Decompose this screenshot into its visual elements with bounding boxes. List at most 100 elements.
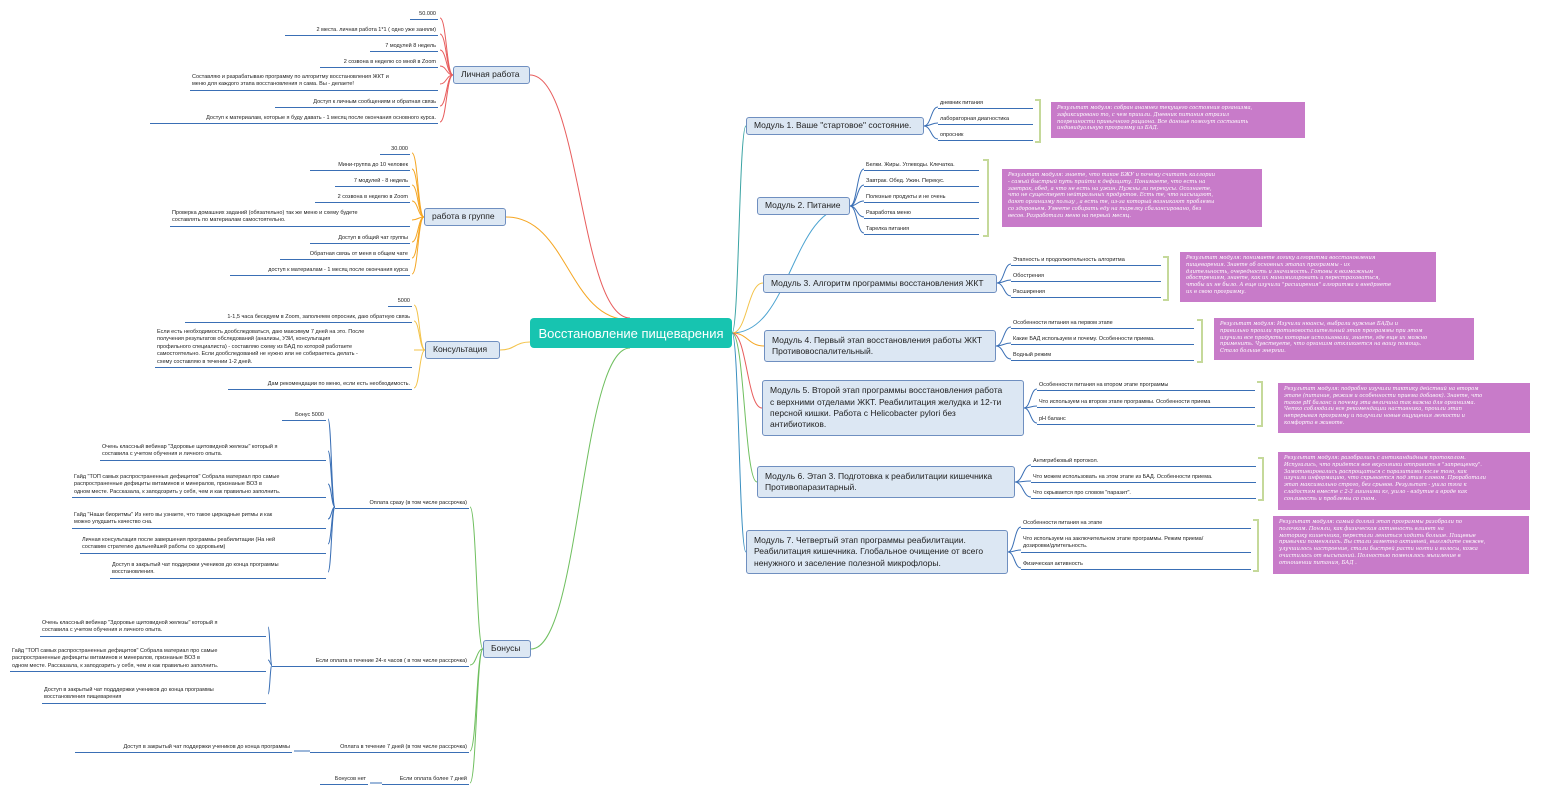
personal-leaf-4: Составляю и разрабатываю программу по ал…: [190, 74, 438, 91]
m2-leaf-1: Завтрак. Обед. Ужин. Перекус.: [864, 178, 979, 188]
module-7[interactable]: Модуль 7. Четвертый этап программы реаби…: [746, 530, 1008, 574]
topic-bonuses[interactable]: Бонусы: [483, 640, 531, 658]
connector-line: [327, 450, 336, 508]
topic-personal-work[interactable]: Личная работа: [453, 66, 530, 84]
consult-leaf-1: 1-1,5 часа беседуем в Zoom, заполняем оп…: [185, 314, 412, 324]
connector-line: [413, 320, 426, 351]
m2-leaf-2: Полезные продукты и не очень: [864, 194, 979, 204]
summary-bracket: [1258, 457, 1264, 501]
connector-line: [411, 216, 425, 275]
summary-bracket: [1253, 519, 1259, 572]
bonus-g3-chat: Доступ в закрытый чат поддержки учеников…: [75, 744, 292, 754]
bonus-group-pay-now: Оплата сразу (в том числе рассрочка): [335, 500, 469, 510]
m4-leaf-2: Водный режим: [1011, 352, 1194, 362]
m2-result-note: Результат модуля: знаете, что такое БЖУ …: [1002, 169, 1262, 227]
connector-line: [327, 506, 336, 573]
m3-leaf-1: Обострения: [1011, 273, 1161, 283]
summary-bracket: [1035, 99, 1041, 143]
connector-line: [731, 332, 763, 409]
module-5[interactable]: Модуль 5. Второй этап программы восстано…: [762, 380, 1024, 436]
group-leaf-2: 7 модулей - 8 недель: [335, 178, 410, 188]
bonus-g1-webinar: Очень классный вебинар "Здоровье щитовид…: [100, 444, 326, 461]
bonus-group-7days: Оплата в течение 7 дней (в том числе рас…: [310, 744, 469, 754]
connector-line: [731, 282, 764, 334]
connector-line: [849, 205, 865, 234]
group-leaf-6: Обратная связь от меня в общем чате: [280, 251, 410, 261]
m3-leaf-0: Этапность и продолжительность алгоритма: [1011, 257, 1161, 267]
bonus-g1-consultation: Личная консультация после завершения про…: [80, 537, 326, 554]
connector-line: [529, 74, 631, 319]
m7-leaf-2: Физическая активность: [1021, 561, 1251, 571]
module-3[interactable]: Модуль 3. Алгоритм программы восстановле…: [763, 274, 997, 293]
connector-line: [499, 341, 531, 351]
m4-leaf-1: Какие БАД используем и почему. Особеннос…: [1011, 336, 1194, 346]
connector-line: [1023, 407, 1038, 424]
personal-leaf-3: 2 созвона в неделю со мной в Zoom: [320, 59, 438, 69]
topic-group-work[interactable]: работа в группе: [424, 208, 506, 226]
bonus-g2-chat: Доступ в закрытый чат подддержки ученико…: [42, 687, 266, 704]
m4-result-note: Результат модуля: Изучили нюансы, выбрал…: [1214, 318, 1474, 360]
bonus-5000: Бонус 5000: [282, 412, 326, 422]
connector-line: [1014, 481, 1032, 498]
connector-line: [267, 664, 273, 695]
connector-line: [439, 74, 454, 123]
m1-leaf-1: лабораторная диагностика: [938, 116, 1033, 126]
connector-line: [411, 152, 425, 218]
m3-leaf-2: Расширения: [1011, 289, 1161, 299]
module-4[interactable]: Модуль 4. Первый этап восстановления раб…: [764, 330, 996, 362]
connector-line: [996, 282, 1012, 297]
module-6[interactable]: Модуль 6. Этап 3. Подготовка к реабилита…: [757, 466, 1015, 498]
bonus-g2-guide-deficits: Гайд "ТОП самых распространенных дефицит…: [10, 648, 266, 673]
bonus-g4-none: Бонусов нет: [320, 776, 368, 786]
group-leaf-3: 2 созвона в неделю в Zoom: [315, 194, 410, 204]
connector-line: [731, 332, 747, 553]
connector-line: [731, 332, 765, 347]
personal-leaf-5: Доступ к личным сообщениям и обратная св…: [275, 99, 438, 109]
m5-leaf-2: pH баланс: [1037, 416, 1255, 426]
personal-leaf-1: 2 места. личная работа 1*1 ( одно уже за…: [285, 27, 438, 37]
m5-result-note: Результат модуля: подробно изучили такти…: [1278, 383, 1530, 433]
m7-leaf-1: Что используем на заключительном этапе п…: [1021, 536, 1251, 553]
bonus-g2-webinar: Очень классный вебинар "Здоровье щитовид…: [40, 620, 266, 637]
personal-price: 50.000: [410, 11, 438, 21]
connector-line: [411, 200, 425, 218]
central-topic[interactable]: Восстановление пищеварения: [530, 318, 732, 348]
consult-leaf-2: Если есть необходимость дообследоваться,…: [155, 329, 412, 369]
group-leaf-7: доступ к материалам - 1 месяц после окон…: [230, 267, 410, 277]
m3-result-note: Результат модуля: понимаете логику алгор…: [1180, 252, 1436, 302]
group-leaf-1: Мини-группа до 10 человек: [310, 162, 410, 172]
connector-line: [923, 125, 939, 140]
m4-leaf-0: Особенности питания на первом этапе: [1011, 320, 1194, 330]
connector-line: [731, 332, 758, 483]
m7-result-note: Результат модуля: самый долгий этап прог…: [1273, 516, 1529, 574]
connector-line: [995, 342, 1012, 347]
m5-leaf-1: Что используем на втором этапе программы…: [1037, 399, 1255, 409]
connector-line: [469, 648, 484, 666]
m5-leaf-0: Особенности питания на втором этапе прог…: [1037, 382, 1255, 392]
connector-line: [996, 279, 1012, 284]
connector-line: [995, 345, 1012, 360]
connector-line: [1007, 526, 1022, 553]
connector-line: [413, 304, 426, 351]
personal-leaf-6: Доступ к материалам, которые я буду дава…: [150, 115, 438, 125]
connector-line: [469, 506, 484, 650]
m2-leaf-4: Тарелка питания: [864, 226, 979, 236]
summary-bracket: [1197, 319, 1203, 363]
connector-line: [505, 216, 631, 321]
connector-line: [1014, 464, 1032, 483]
consult-leaf-3: Дам рекомендации по меню, если есть необ…: [228, 381, 412, 391]
m6-leaf-1: Что можем использовать на этом этапе из …: [1031, 474, 1256, 484]
group-leaf-4: Проверка домашних заданий (обязательно) …: [170, 210, 410, 227]
topic-consultation[interactable]: Консультация: [425, 341, 500, 359]
group-price: 30.000: [380, 146, 410, 156]
connector-line: [731, 125, 747, 334]
module-1[interactable]: Модуль 1. Ваше "стартовое" состояние.: [746, 117, 924, 135]
m1-leaf-2: опросник: [938, 132, 1033, 142]
m6-result-note: Результат модуля: разобрались с антиканд…: [1278, 452, 1530, 510]
module-2[interactable]: Модуль 2. Питание: [757, 197, 850, 215]
connector-line: [413, 349, 426, 389]
connector-line: [1023, 388, 1038, 409]
m1-leaf-0: дневник питания: [938, 100, 1033, 110]
m6-leaf-2: Что скрывается про словом "паразит".: [1031, 490, 1256, 500]
